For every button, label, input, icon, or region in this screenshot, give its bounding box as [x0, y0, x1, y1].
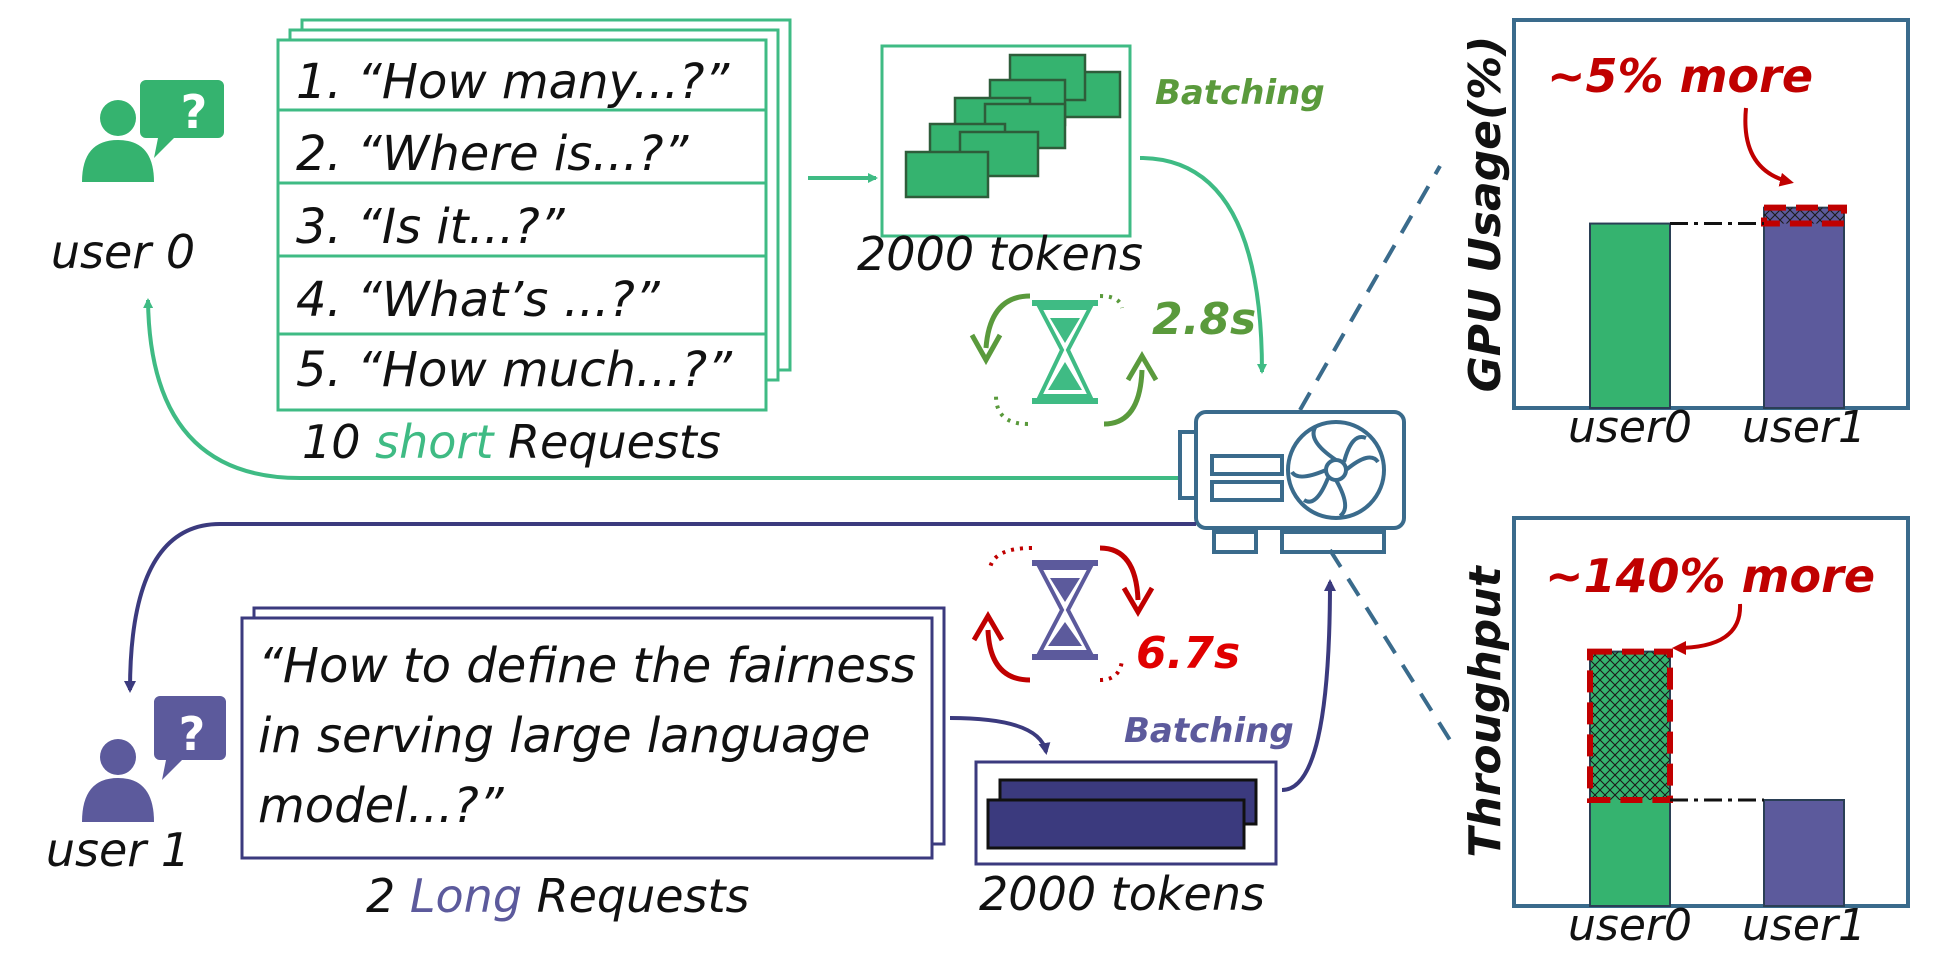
user-question-icon: ? [82, 696, 226, 822]
gpu-to-user1-arrow [124, 522, 1196, 693]
tick-label: user0 [1568, 900, 1692, 951]
long-request-line: in serving large language [258, 708, 870, 764]
excess-outline [1587, 648, 1673, 803]
batch-top-tokens: 2000 tokens [857, 227, 1143, 281]
long-request-line: “How to define the fairness [258, 638, 916, 694]
cycle-arrows-icon [971, 545, 1155, 683]
short-request-item: 3. “Is it...?” [296, 199, 566, 255]
long-requests-stack: “How to define the fairness in serving l… [240, 606, 946, 923]
batch-to-gpu-arrow [1139, 156, 1267, 374]
long-request-line: model...?” [258, 778, 505, 834]
long-requests-caption: 2 Long Requests [366, 869, 750, 923]
bar-user0 [1589, 222, 1671, 409]
token-blocks-green [904, 53, 1122, 199]
bar-user1 [1763, 799, 1845, 907]
short-request-item: 4. “What’s ...?” [296, 272, 661, 328]
bar-user1 [1763, 206, 1845, 409]
short-request-item: 5. “How much...?” [296, 342, 733, 398]
hourglass-icon [1032, 300, 1098, 404]
gpu-to-chart-connector [1328, 548, 1452, 742]
tick-label: user1 [1742, 900, 1866, 951]
batch-top-time: 2.8s [1152, 294, 1256, 345]
gpu-usage-chart: user0 user1 GPU Usage(%) ~5% more [1460, 18, 1910, 453]
annotation-label: ~140% more [1545, 549, 1875, 603]
annotation-arrow [1743, 107, 1794, 187]
short-request-item: 1. “How many...?” [296, 54, 730, 110]
batch-bottom-tokens: 2000 tokens [979, 867, 1265, 921]
batch-top-group: Batching 2000 tokens [857, 44, 1325, 281]
svg-text:?: ? [179, 707, 206, 761]
gpu-to-user0-arrow [143, 298, 1178, 480]
batch-bottom-label: Batching [1124, 711, 1294, 751]
annotation-label: ~5% more [1547, 49, 1813, 103]
excess-hatch [1764, 207, 1844, 224]
token-blocks-navy [986, 778, 1258, 850]
annotation-arrow [1672, 603, 1743, 655]
tick-label: user1 [1742, 402, 1866, 453]
user0-label: user 0 [51, 225, 195, 279]
short-request-item: 2. “Where is...?” [296, 126, 689, 182]
user1-label: user 1 [46, 823, 190, 877]
batch-bottom-time: 6.7s [1136, 628, 1240, 679]
user1-group: ? user 1 [46, 696, 226, 877]
user0-group: ? user 0 [51, 80, 224, 279]
cycle-arrows-icon [969, 293, 1159, 427]
short-requests-stack: 1. “How many...?” 2. “Where is...?” 3. “… [276, 18, 792, 469]
batch-top-label: Batching [1155, 73, 1325, 113]
gpu-card-icon [1178, 410, 1406, 554]
gpu-to-chart-connector [1298, 165, 1442, 411]
long-to-batch-arrow [949, 716, 1051, 755]
tick-label: user0 [1568, 402, 1692, 453]
batch-bottom-group: Batching 2000 tokens [974, 711, 1294, 921]
y-axis-label: Throughput [1460, 564, 1511, 857]
short-requests-caption: 10 short Requests [302, 415, 721, 469]
throughput-chart: user0 user1 Throughput ~140% more [1460, 516, 1910, 951]
excess-hatch [1590, 651, 1670, 800]
batch-bottom-to-gpu-arrow [1281, 579, 1336, 792]
hourglass-icon [1032, 560, 1098, 660]
user-question-icon: ? [82, 80, 224, 182]
excess-outline [1761, 204, 1847, 227]
svg-text:?: ? [181, 85, 208, 139]
y-axis-label: GPU Usage(%) [1460, 36, 1511, 393]
